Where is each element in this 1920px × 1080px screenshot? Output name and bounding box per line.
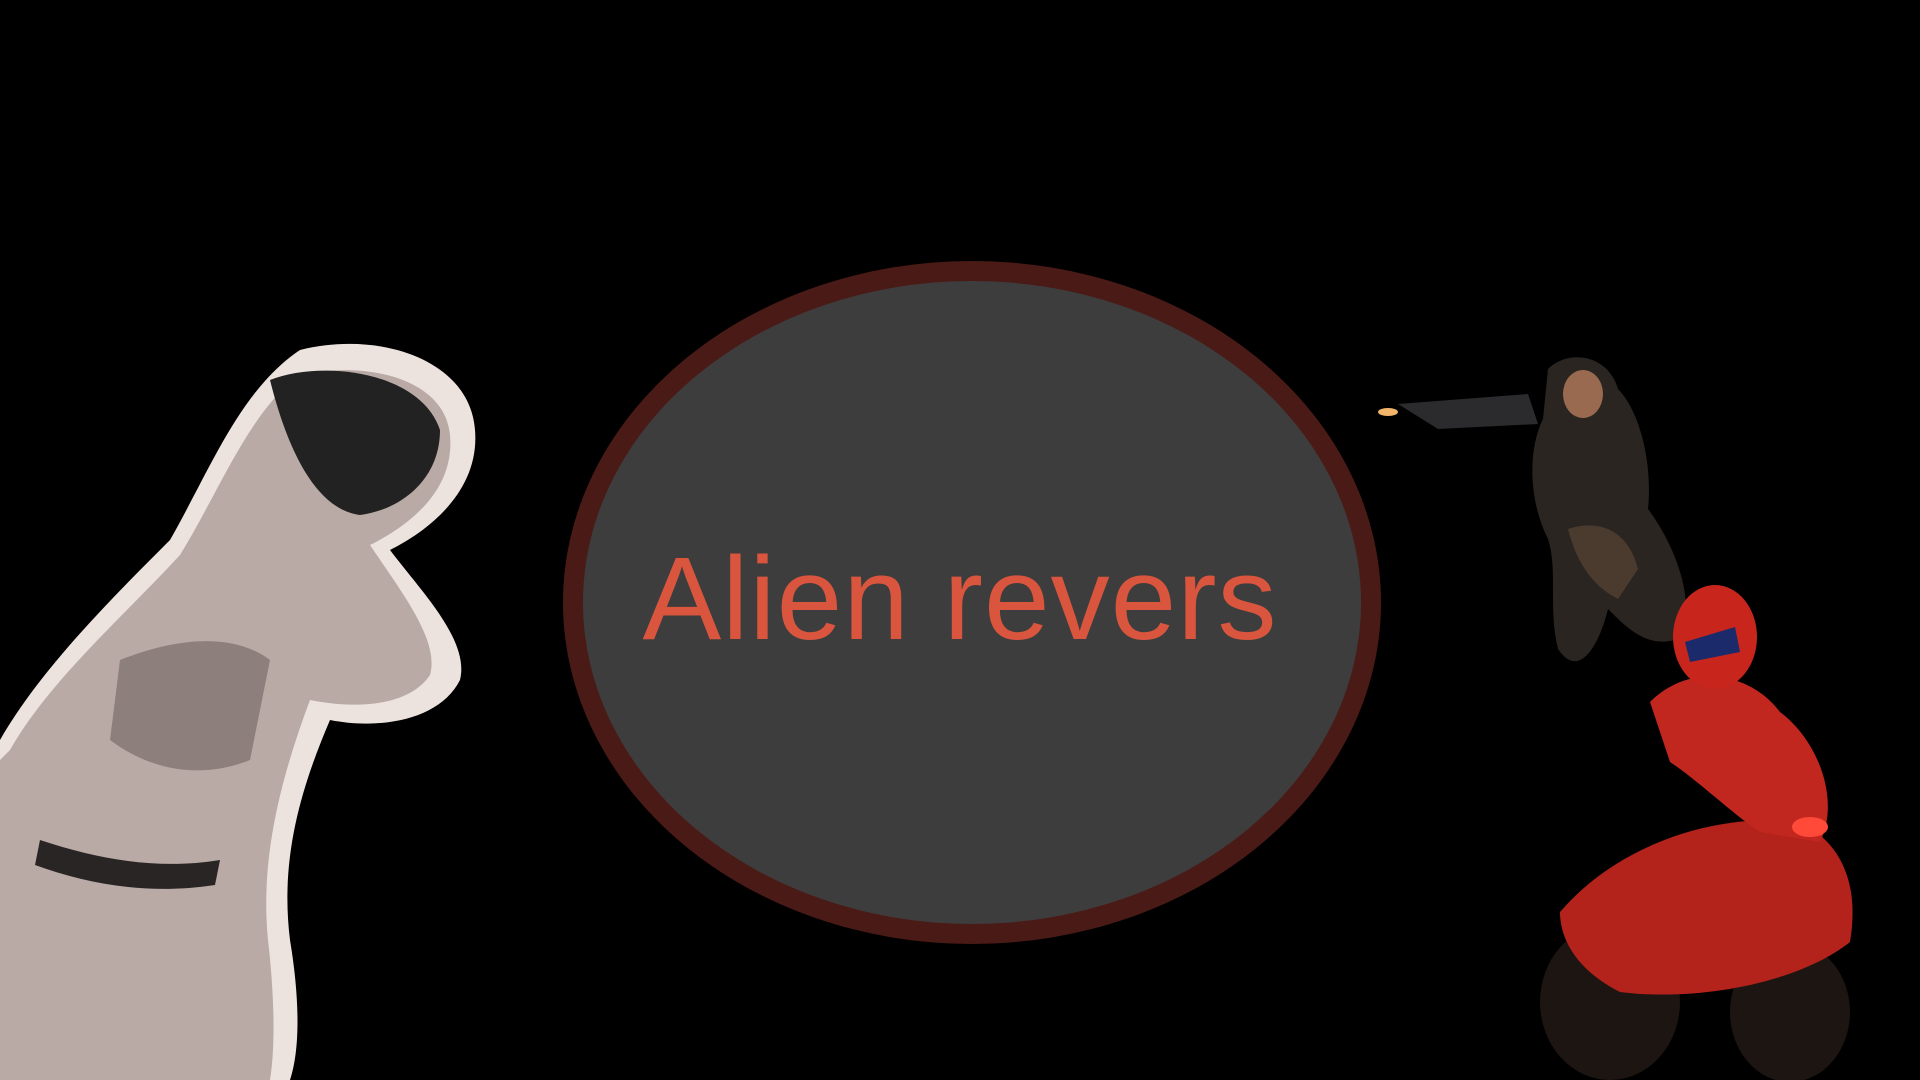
woman-sticker-character	[0, 343, 476, 1080]
soldier-character	[1378, 357, 1687, 662]
muzzle-flash-icon	[1378, 408, 1398, 416]
biker-character	[1540, 585, 1853, 1080]
title-emblem-fill	[583, 281, 1361, 924]
game-title: Alien revers	[642, 533, 1278, 665]
title-emblem	[563, 261, 1381, 944]
